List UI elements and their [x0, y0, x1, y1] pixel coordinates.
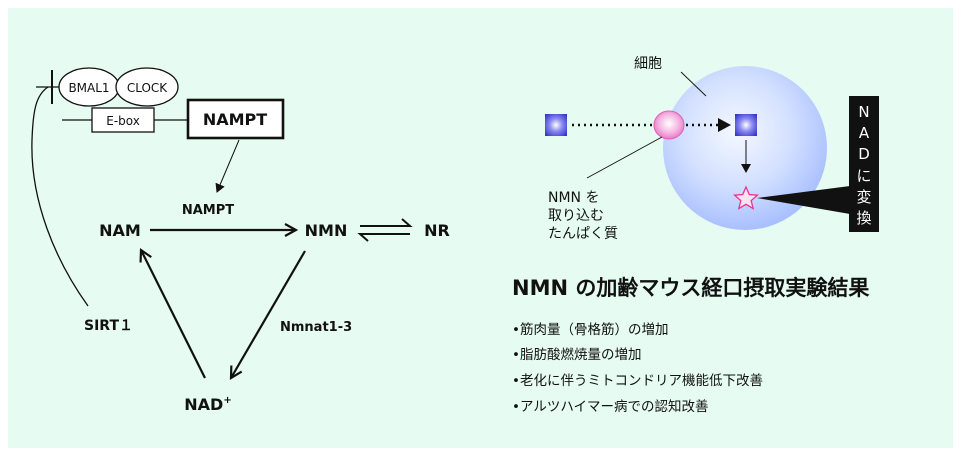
conversion-label-box	[849, 96, 879, 232]
transporter-protein	[653, 110, 685, 140]
cell-body	[663, 66, 827, 230]
results-item-1: •筋肉量（骨格筋）の増加	[512, 321, 668, 338]
transporter-label-line-2: 取り込む	[548, 208, 604, 224]
cell-label-leader	[680, 71, 707, 97]
nmn-inside-square	[735, 114, 757, 136]
nr-to-nmn-half-arrow	[357, 233, 410, 242]
conversion-char-6: 換	[856, 209, 871, 227]
nam-node: NAM	[99, 221, 141, 240]
conversion-char-3: D	[858, 145, 870, 163]
clock-label: CLOCK	[127, 81, 168, 95]
conversion-char-2: A	[859, 124, 870, 142]
results-item-4: •アルツハイマー病での認知改善	[512, 398, 709, 415]
clock-ellipse	[115, 67, 179, 107]
uptake-arrowhead	[718, 118, 731, 132]
nampt-enzyme-label: NAMPT	[182, 203, 234, 218]
transporter-label-line-3: たんぱく質	[548, 226, 618, 242]
transporter-label: NMN を 取り込む たんぱく質	[548, 190, 618, 242]
conversion-callout-wedge	[757, 186, 850, 214]
conversion-char-4: に	[856, 167, 871, 185]
conversion-char-5: 変	[856, 188, 871, 206]
nad-superscript: +	[223, 395, 231, 406]
nmn-outside-square	[545, 114, 567, 136]
conversion-label: N A D に 変 換	[856, 103, 871, 227]
nad-star-icon	[733, 185, 759, 210]
nmnat-label: Nmnat1-3	[280, 320, 352, 335]
nampt-gene-box	[186, 98, 285, 140]
sirt1-label: SIRT１	[84, 318, 133, 334]
results-item-2: •脂肪酸燃焼量の増加	[512, 346, 641, 363]
results-item-3: •老化に伴うミトコンドリア機能低下改善	[512, 373, 763, 389]
transporter-label-line-1: NMN を	[548, 190, 599, 206]
sirt1-feedback-line	[31, 86, 89, 307]
nmn-to-nr-half-arrow	[360, 218, 413, 227]
nr-node: NR	[424, 221, 450, 240]
bmal1-label: BMAL1	[68, 81, 109, 95]
expression-arrow	[215, 139, 240, 193]
nampt-gene-label: NAMPT	[203, 110, 267, 129]
conversion-char-1: N	[858, 103, 869, 121]
nad-to-nam-arrow	[141, 250, 206, 379]
nmn-node: NMN	[305, 221, 348, 240]
transporter-label-leader	[586, 136, 663, 179]
results-title: NMN の加齢マウス経口摂取実験結果	[512, 276, 869, 300]
ebox-label: E-box	[106, 114, 140, 128]
ebox-box	[91, 107, 155, 133]
cell-label: 細胞	[634, 56, 662, 72]
nmn-to-nad-arrow	[231, 250, 306, 378]
nad-node: NAD+	[184, 395, 231, 414]
